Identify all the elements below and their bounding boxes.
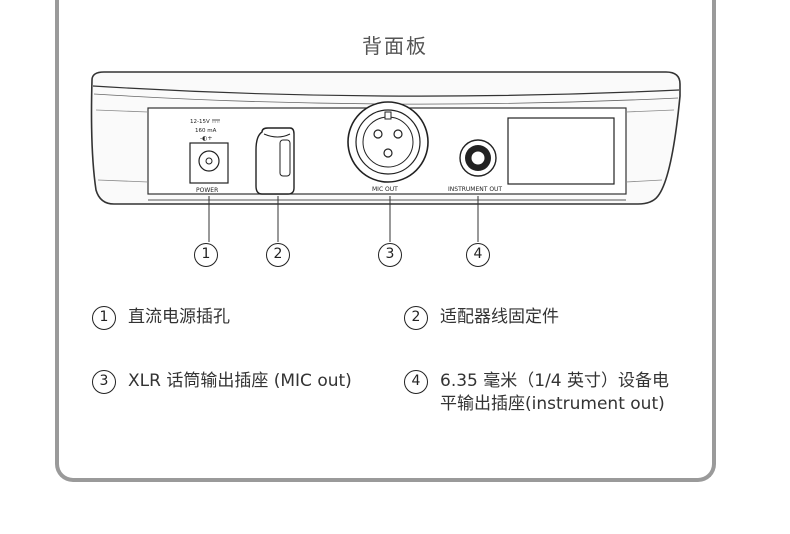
adapter-cable-holder-slot [279, 139, 291, 177]
device-top-lip [92, 85, 680, 97]
label-plate [507, 117, 615, 185]
side-rib [625, 179, 663, 183]
power-label: POWER [196, 187, 218, 194]
legend-number: 1 [92, 306, 116, 330]
legend-text-line-1: 6.35 毫米（1/4 英寸）设备电 [440, 371, 670, 391]
legend-item-instrument-output: 4 6.35 毫米（1/4 英寸）设备电 平输出插座(instrument ou… [404, 370, 669, 416]
mic-out-label: MIC OUT [372, 186, 398, 193]
power-spec-current: 160 mA [195, 128, 217, 134]
polarity-symbol: -◐+ [200, 135, 212, 142]
instrument-out-label: INSTRUMENT OUT [448, 186, 502, 193]
legend-number: 4 [404, 370, 428, 394]
callout-3: 3 [378, 243, 402, 267]
callout-2: 2 [266, 243, 290, 267]
xlr-pin [383, 148, 393, 158]
legend-text: XLR 话筒输出插座 (MIC out) [128, 371, 352, 391]
page-title: 背面板 [362, 34, 428, 58]
xlr-face [362, 116, 414, 168]
callout-1: 1 [194, 243, 218, 267]
legend-item-power-jack: 1 直流电源插孔 [92, 306, 230, 330]
xlr-pin [393, 129, 403, 139]
power-spec-voltage: 12-15V [190, 119, 210, 125]
adapter-cable-holder-edge [263, 133, 291, 138]
legend-text-line-2: 平输出插座(instrument out) [440, 394, 665, 414]
legend-text: 适配器线固定件 [440, 307, 559, 327]
xlr-latch [384, 111, 392, 120]
legend-number: 2 [404, 306, 428, 330]
legend-text: 6.35 毫米（1/4 英寸）设备电 平输出插座(instrument out) [440, 370, 669, 416]
legend-number: 3 [92, 370, 116, 394]
side-rib [95, 109, 149, 113]
legend-text: 直流电源插孔 [128, 307, 230, 327]
callout-4: 4 [466, 243, 490, 267]
instrument-jack-hole [470, 150, 486, 166]
legend-item-xlr-output: 3 XLR 话筒输出插座 (MIC out) [92, 370, 352, 394]
legend-item-cable-holder: 2 适配器线固定件 [404, 306, 559, 330]
xlr-pin [373, 129, 383, 139]
power-jack-pin [205, 157, 213, 165]
side-rib [625, 109, 675, 113]
side-rib [97, 179, 149, 183]
